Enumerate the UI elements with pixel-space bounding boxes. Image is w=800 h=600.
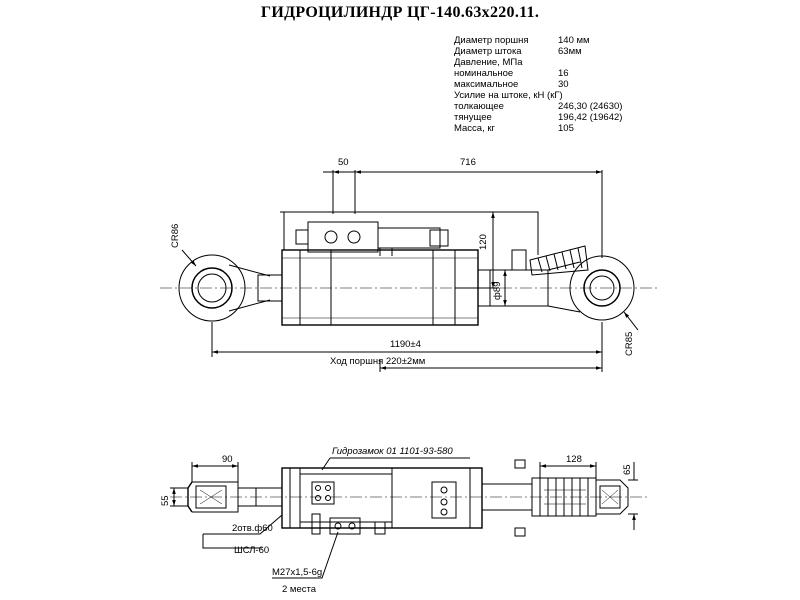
- rod-boot-bottom: [481, 477, 597, 517]
- top-view: 50 716 120 ф89 CR86 CR85 1190±4: [160, 157, 660, 372]
- shl-leader: [202, 534, 262, 549]
- fitting-top: [514, 459, 526, 469]
- spec-label: тянущее: [454, 112, 492, 123]
- spec-value: 196,42 (19642): [558, 112, 623, 123]
- dim-128: [539, 462, 597, 478]
- spec-label: номинальное: [454, 68, 514, 79]
- cylinder-barrel: [281, 249, 479, 326]
- spec-value: 16: [558, 68, 569, 79]
- lock-label: Гидрозамок 01 1101-93-580: [332, 446, 453, 457]
- bottom-view: 90 128 55 65 Гидрозамок 01 1101-93-580 2…: [160, 446, 650, 595]
- lock-block-bottom: [311, 481, 457, 535]
- dim-716: [333, 170, 603, 258]
- dim-716-label: 716: [460, 157, 476, 168]
- spec-value: 140 мм: [558, 35, 590, 46]
- right-clevis: [596, 479, 629, 515]
- dim-r85-label: CR85: [624, 332, 635, 356]
- dim-120-label: 120: [478, 234, 489, 250]
- dim-50: [323, 170, 365, 214]
- spec-label: Усилие на штоке, кН (кГ): [454, 90, 563, 101]
- hole-label: 2отв.ф60: [232, 523, 273, 534]
- dim-1190: [211, 322, 603, 357]
- lock-bracket: [280, 211, 539, 256]
- spec-label: максимальное: [454, 79, 519, 90]
- thread-label: М27х1,5-6g: [272, 567, 322, 578]
- spec-label: Масса, кг: [454, 123, 495, 134]
- dim-55: [170, 487, 188, 507]
- dim-128-label: 128: [566, 454, 582, 465]
- spec-label: толкающее: [454, 101, 504, 112]
- dim-90-label: 90: [222, 454, 233, 465]
- spec-value: 63мм: [558, 46, 582, 57]
- spec-value: 246,30 (24630): [558, 101, 623, 112]
- shl-label: ШСЛ-60: [234, 545, 269, 556]
- spec-label: Давление, МПа: [454, 57, 523, 68]
- spec-label: Диаметр штока: [454, 46, 522, 57]
- rod-boot: [529, 245, 589, 276]
- dim-stroke: [379, 352, 603, 372]
- dim-r86: [181, 249, 197, 267]
- hole-leader: [203, 514, 283, 535]
- places-label: 2 места: [282, 584, 317, 595]
- dim-65: [628, 462, 638, 530]
- dim-120: [455, 211, 498, 289]
- dim-65-label: 65: [622, 464, 633, 475]
- dim-55-label: 55: [160, 495, 171, 506]
- dim-stroke-label: Ход поршня 220±2мм: [330, 356, 425, 367]
- dim-90: [191, 462, 239, 482]
- dim-r86-label: CR86: [170, 224, 181, 248]
- thread-leader: [272, 531, 339, 579]
- lock-leader: [321, 457, 470, 471]
- drawing-title: ГИДРОЦИЛИНДР ЦГ-140.63х220.11.: [260, 4, 540, 21]
- dim-50-label: 50: [338, 157, 349, 168]
- dim-1190-label: 1190±4: [390, 339, 421, 350]
- spec-label: Диаметр поршня: [454, 35, 529, 46]
- dim-89-label: ф89: [492, 282, 503, 300]
- fitting-bottom: [514, 527, 526, 537]
- spec-value: 105: [558, 123, 574, 134]
- spec-value: 30: [558, 79, 569, 90]
- dim-r85: [623, 311, 639, 331]
